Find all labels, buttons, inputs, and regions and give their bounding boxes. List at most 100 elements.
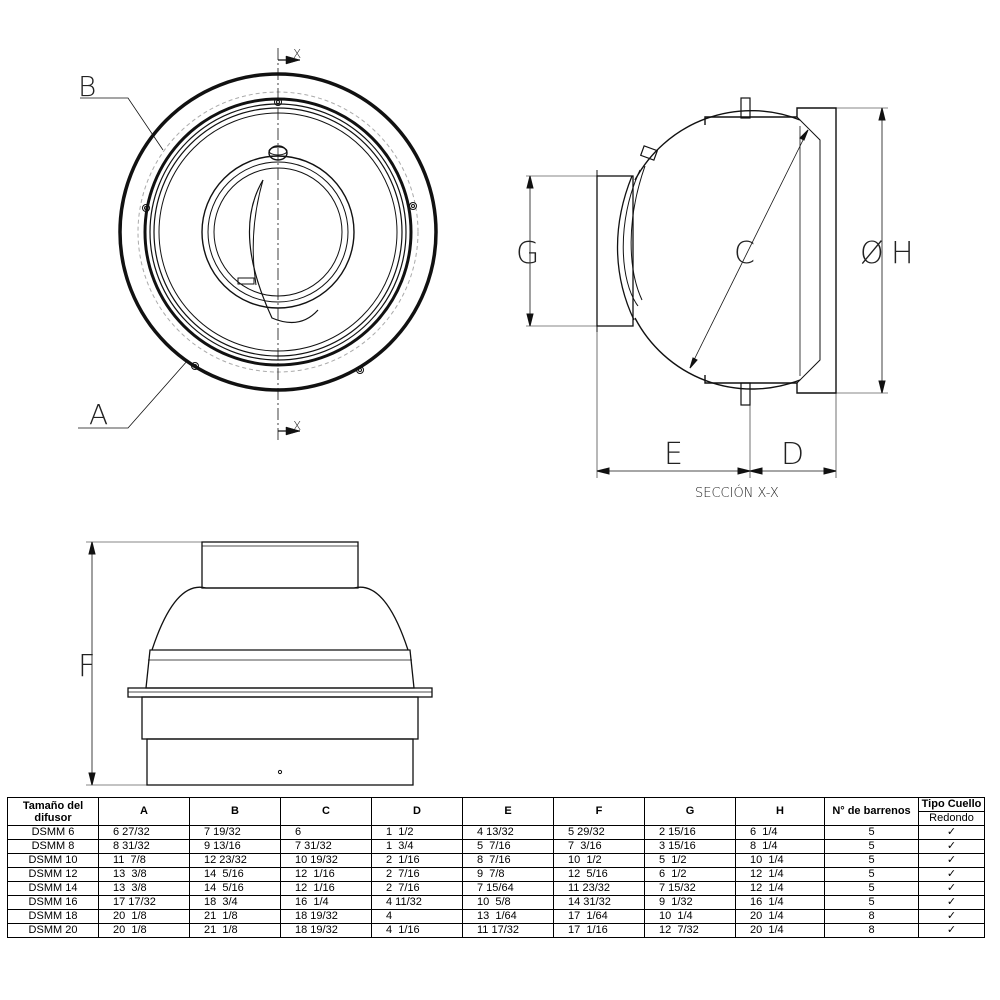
cell-holes: 5 <box>824 895 919 910</box>
cell-holes: 5 <box>824 867 919 882</box>
cell-g: 2 15/16 <box>644 825 736 840</box>
cell-d: 2 7/16 <box>371 881 463 896</box>
label-c: C <box>734 236 755 271</box>
cell-g: 5 1/2 <box>644 853 736 868</box>
cell-e: 8 7/16 <box>462 853 554 868</box>
cell-size: DSMM 14 <box>7 881 99 896</box>
cell-f: 17 1/64 <box>553 909 645 924</box>
cell-a: 6 27/32 <box>98 825 190 840</box>
cell-b: 14 5/16 <box>189 867 281 882</box>
cell-size: DSMM 6 <box>7 825 99 840</box>
label-diameter: Ø <box>860 236 884 271</box>
cell-neck: ✓ <box>918 895 985 910</box>
label-g: G <box>516 236 539 271</box>
cell-f: 14 31/32 <box>553 895 645 910</box>
screw-holes <box>142 98 417 374</box>
cell-g: 12 7/32 <box>644 923 736 938</box>
cell-h: 20 1/4 <box>735 909 825 924</box>
cell-a: 20 1/8 <box>98 909 190 924</box>
cell-e: 9 7/8 <box>462 867 554 882</box>
cell-b: 12 23/32 <box>189 853 281 868</box>
cell-f: 11 23/32 <box>553 881 645 896</box>
label-f: F <box>78 649 95 684</box>
cell-c: 10 19/32 <box>280 853 372 868</box>
cell-d: 4 11/32 <box>371 895 463 910</box>
cell-neck: ✓ <box>918 909 985 924</box>
cell-holes: 8 <box>824 909 919 924</box>
label-d: D <box>781 437 804 472</box>
header-e: E <box>462 797 554 826</box>
cell-h: 6 1/4 <box>735 825 825 840</box>
subheader-neck: Redondo <box>918 811 985 826</box>
cell-e: 5 7/16 <box>462 839 554 854</box>
label-x-bottom: X <box>293 419 301 433</box>
label-a: A <box>89 398 108 431</box>
cell-size: DSMM 12 <box>7 867 99 882</box>
cell-b: 14 5/16 <box>189 881 281 896</box>
header-neck: Tipo Cuello <box>918 797 985 812</box>
header-size: Tamaño del difusor <box>7 797 99 826</box>
cell-d: 2 1/16 <box>371 853 463 868</box>
cell-h: 12 1/4 <box>735 867 825 882</box>
cell-a: 13 3/8 <box>98 881 190 896</box>
cell-f: 12 5/16 <box>553 867 645 882</box>
cell-a: 13 3/8 <box>98 867 190 882</box>
cell-e: 4 13/32 <box>462 825 554 840</box>
header-b: B <box>189 797 281 826</box>
cell-size: DSMM 8 <box>7 839 99 854</box>
cell-f: 5 29/32 <box>553 825 645 840</box>
cell-size: DSMM 20 <box>7 923 99 938</box>
cell-d: 1 1/2 <box>371 825 463 840</box>
table-header-row: Tamaño del difusor A B C D E F G H N° de… <box>7 797 985 826</box>
cell-neck: ✓ <box>918 839 985 854</box>
front-view <box>78 48 438 440</box>
cell-c: 6 <box>280 825 372 840</box>
cell-g: 10 1/4 <box>644 909 736 924</box>
cell-d: 1 3/4 <box>371 839 463 854</box>
cell-c: 12 1/16 <box>280 881 372 896</box>
cell-h: 16 1/4 <box>735 895 825 910</box>
cell-c: 18 19/32 <box>280 923 372 938</box>
header-f: F <box>553 797 645 826</box>
cell-h: 8 1/4 <box>735 839 825 854</box>
cell-g: 9 1/32 <box>644 895 736 910</box>
cell-g: 3 15/16 <box>644 839 736 854</box>
cell-h: 20 1/4 <box>735 923 825 938</box>
cell-c: 18 19/32 <box>280 909 372 924</box>
header-d: D <box>371 797 463 826</box>
cell-a: 20 1/8 <box>98 923 190 938</box>
cell-neck: ✓ <box>918 867 985 882</box>
cell-size: DSMM 10 <box>7 853 99 868</box>
cell-f: 17 1/16 <box>553 923 645 938</box>
cell-b: 21 1/8 <box>189 923 281 938</box>
cell-d: 4 1/16 <box>371 923 463 938</box>
cell-d: 4 <box>371 909 463 924</box>
label-e: E <box>664 437 683 472</box>
cell-neck: ✓ <box>918 825 985 840</box>
cell-g: 6 1/2 <box>644 867 736 882</box>
cell-holes: 5 <box>824 825 919 840</box>
cell-h: 12 1/4 <box>735 881 825 896</box>
cell-holes: 5 <box>824 853 919 868</box>
label-h: H <box>891 236 914 271</box>
cell-e: 13 1/64 <box>462 909 554 924</box>
header-h: H <box>735 797 825 826</box>
dimensions-table: Tamaño del difusor A B C D E F G H N° de… <box>7 797 985 938</box>
cell-e: 11 17/32 <box>462 923 554 938</box>
cell-b: 18 3/4 <box>189 895 281 910</box>
cell-e: 7 15/64 <box>462 881 554 896</box>
cell-holes: 8 <box>824 923 919 938</box>
cell-e: 10 5/8 <box>462 895 554 910</box>
cell-neck: ✓ <box>918 881 985 896</box>
cell-f: 10 1/2 <box>553 853 645 868</box>
cell-neck: ✓ <box>918 923 985 938</box>
cell-d: 2 7/16 <box>371 867 463 882</box>
section-title: SECCIÓN X-X <box>695 485 779 501</box>
